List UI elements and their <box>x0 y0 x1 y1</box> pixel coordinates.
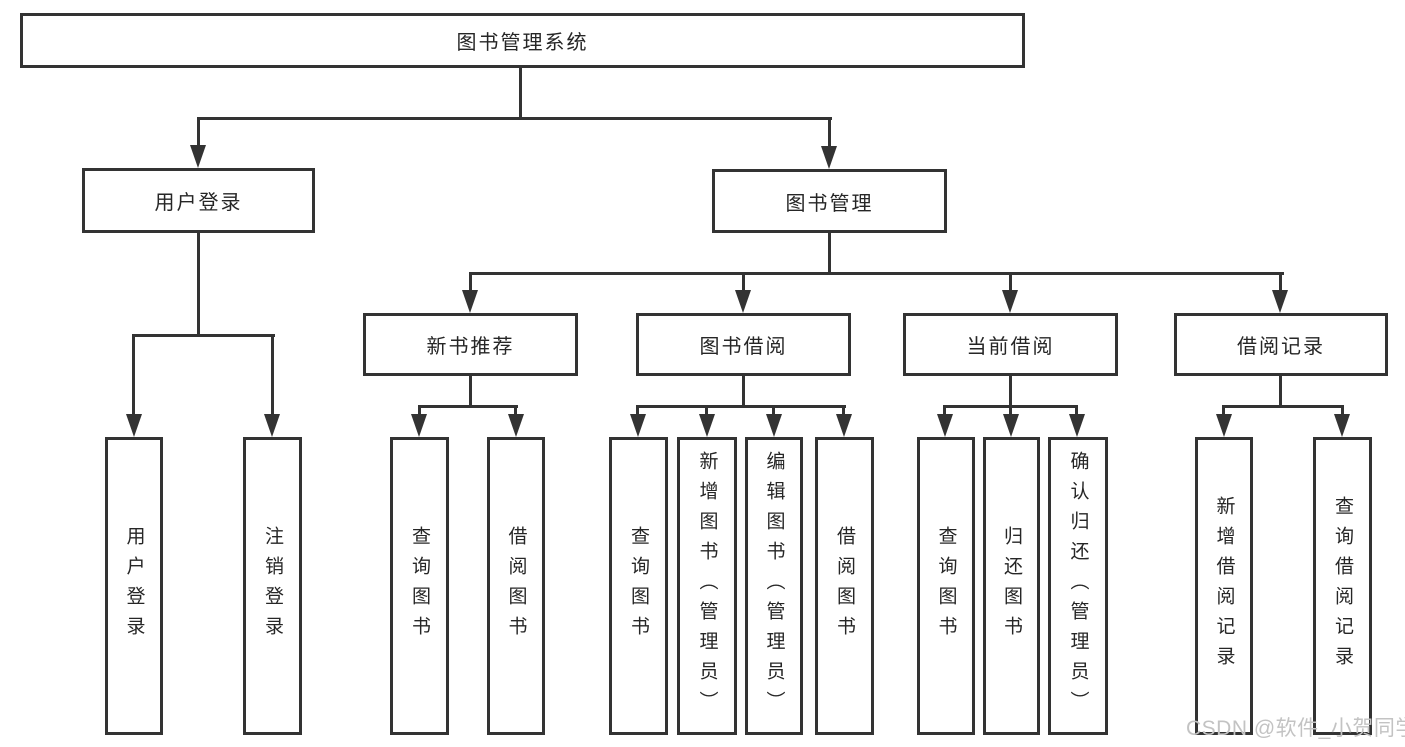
leaf-logout: 注销登录 <box>243 437 302 735</box>
connector-book-mgmt-stem <box>828 233 831 274</box>
leaf-query-books-3: 查询图书 <box>917 437 975 735</box>
leaf-borrow-books-1: 借阅图书 <box>487 437 545 735</box>
leaf-confirm-return-admin-label: 确认归还（管理员） <box>1067 451 1089 721</box>
connector-root-bus <box>197 117 832 120</box>
connector-arrow-stub <box>1075 405 1078 416</box>
arrow-down-icon <box>1272 290 1288 313</box>
connector-arrow-stub <box>1009 405 1012 416</box>
csdn-watermark: CSDN @软件_小贺同学 <box>1186 717 1405 740</box>
connector-arrow-stub <box>772 405 775 416</box>
connector-arrow-stub <box>1341 405 1344 416</box>
arrow-down-icon <box>630 414 646 437</box>
leaf-query-books-1: 查询图书 <box>390 437 449 735</box>
node-book-borrowing: 图书借阅 <box>636 313 851 376</box>
leaf-add-books-admin: 新增图书（管理员） <box>677 437 737 735</box>
arrow-down-icon <box>508 414 524 437</box>
connector-borrowing-bus <box>636 405 846 408</box>
node-book-management-label: 图书管理 <box>785 192 874 215</box>
node-root-label: 图书管理系统 <box>456 32 589 54</box>
leaf-borrow-books-2-label: 借阅图书 <box>834 526 855 646</box>
connector-arrow-stub <box>636 405 639 416</box>
node-root: 图书管理系统 <box>20 13 1025 68</box>
arrow-down-icon <box>126 414 142 437</box>
arrow-down-icon <box>735 290 751 313</box>
leaf-query-books-2: 查询图书 <box>609 437 668 735</box>
leaf-add-borrow-record-label: 新增借阅记录 <box>1213 496 1235 676</box>
connector-book-mgmt-bus <box>469 272 1284 275</box>
node-borrow-records-label: 借阅记录 <box>1237 336 1325 358</box>
arrow-down-icon <box>411 414 427 437</box>
arrow-down-icon <box>937 414 953 437</box>
leaf-logout-label: 注销登录 <box>262 526 283 646</box>
arrow-down-icon <box>836 414 852 437</box>
arrow-down-icon <box>190 145 206 168</box>
node-book-management: 图书管理 <box>712 169 947 233</box>
connector-arrow-stub <box>943 405 946 416</box>
leaf-edit-books-admin-label: 编辑图书（管理员） <box>763 451 785 721</box>
arrow-down-icon <box>1334 414 1350 437</box>
connector-arrow-stub <box>742 272 745 292</box>
connector-arrow-stub <box>132 334 135 416</box>
leaf-confirm-return-admin: 确认归还（管理员） <box>1048 437 1108 735</box>
connector-arrow-stub <box>705 405 708 416</box>
leaf-return-books-label: 归还图书 <box>1001 526 1022 646</box>
connector-user-login-stem <box>197 233 200 336</box>
connector-records-stem <box>1279 376 1282 407</box>
leaf-edit-books-admin: 编辑图书（管理员） <box>745 437 803 735</box>
node-borrow-records: 借阅记录 <box>1174 313 1388 376</box>
connector-arrow-stub <box>828 117 831 147</box>
connector-current-stem <box>1009 376 1012 407</box>
connector-recommend-bus <box>418 405 518 408</box>
arrow-down-icon <box>1003 414 1019 437</box>
arrow-down-icon <box>1069 414 1085 437</box>
node-current-borrowing: 当前借阅 <box>903 313 1118 376</box>
leaf-add-borrow-record: 新增借阅记录 <box>1195 437 1253 735</box>
connector-arrow-stub <box>197 117 200 147</box>
connector-arrow-stub <box>842 405 845 416</box>
arrow-down-icon <box>264 414 280 437</box>
leaf-query-books-3-label: 查询图书 <box>935 526 957 646</box>
node-book-borrowing-label: 图书借阅 <box>699 336 788 358</box>
leaf-query-books-2-label: 查询图书 <box>628 526 649 646</box>
arrow-down-icon <box>1002 290 1018 313</box>
node-new-book-recommend: 新书推荐 <box>363 313 578 376</box>
connector-arrow-stub <box>418 405 421 416</box>
connector-records-bus <box>1222 405 1344 408</box>
leaf-borrow-books-2: 借阅图书 <box>815 437 874 735</box>
connector-recommend-stem <box>469 376 472 407</box>
node-current-borrowing-label: 当前借阅 <box>966 336 1055 358</box>
node-user-login: 用户登录 <box>82 168 315 233</box>
leaf-query-borrow-record: 查询借阅记录 <box>1313 437 1372 735</box>
leaf-query-borrow-record-label: 查询借阅记录 <box>1332 496 1353 676</box>
arrow-down-icon <box>462 290 478 313</box>
connector-arrow-stub <box>1279 272 1282 292</box>
connector-user-login-bus <box>132 334 275 337</box>
connector-arrow-stub <box>469 272 472 292</box>
arrow-down-icon <box>1216 414 1232 437</box>
arrow-down-icon <box>821 146 837 169</box>
connector-arrow-stub <box>514 405 517 416</box>
node-new-book-recommend-label: 新书推荐 <box>426 336 515 358</box>
leaf-return-books: 归还图书 <box>983 437 1040 735</box>
connector-root-stem <box>519 68 522 118</box>
connector-arrow-stub <box>1009 272 1012 292</box>
leaf-borrow-books-1-label: 借阅图书 <box>505 526 527 646</box>
connector-arrow-stub <box>271 334 274 416</box>
arrow-down-icon <box>766 414 782 437</box>
node-user-login-label: 用户登录 <box>154 192 243 214</box>
leaf-add-books-admin-label: 新增图书（管理员） <box>696 451 718 721</box>
connector-arrow-stub <box>1222 405 1225 416</box>
leaf-query-books-1-label: 查询图书 <box>409 526 430 646</box>
connector-borrowing-stem <box>742 376 745 407</box>
leaf-user-login-label: 用户登录 <box>123 526 145 646</box>
leaf-user-login: 用户登录 <box>105 437 163 735</box>
arrow-down-icon <box>699 414 715 437</box>
